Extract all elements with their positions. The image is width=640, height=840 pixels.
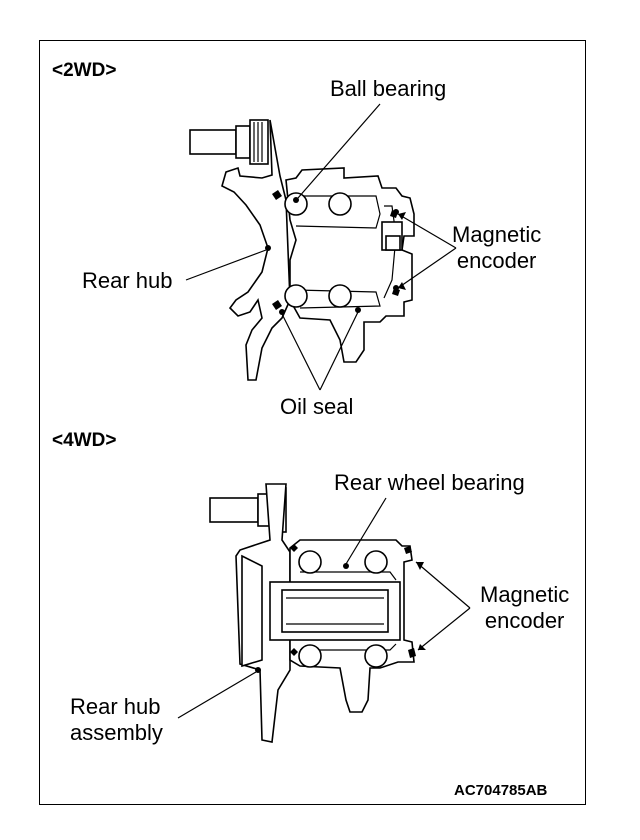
- label-rear-wheel-bearing: Rear wheel bearing: [334, 470, 525, 495]
- drawing-2wd: [185, 103, 457, 391]
- section-title-4wd: <4WD>: [52, 430, 117, 451]
- label-magnetic-encoder-4wd: Magnetic encoder: [480, 582, 570, 633]
- label-rear-hub: Rear hub: [82, 268, 173, 293]
- diagram-frame: [39, 40, 586, 805]
- label-rear-hub-assembly: Rear hub assembly: [70, 694, 163, 745]
- drawing-4wd: [177, 483, 471, 743]
- label-oil-seal: Oil seal: [280, 394, 354, 419]
- label-magnetic-encoder-2wd: Magnetic encoder: [452, 222, 542, 273]
- label-ball-bearing: Ball bearing: [330, 76, 447, 101]
- section-title-2wd: <2WD>: [52, 60, 117, 81]
- figure-code: AC704785AB: [454, 782, 548, 799]
